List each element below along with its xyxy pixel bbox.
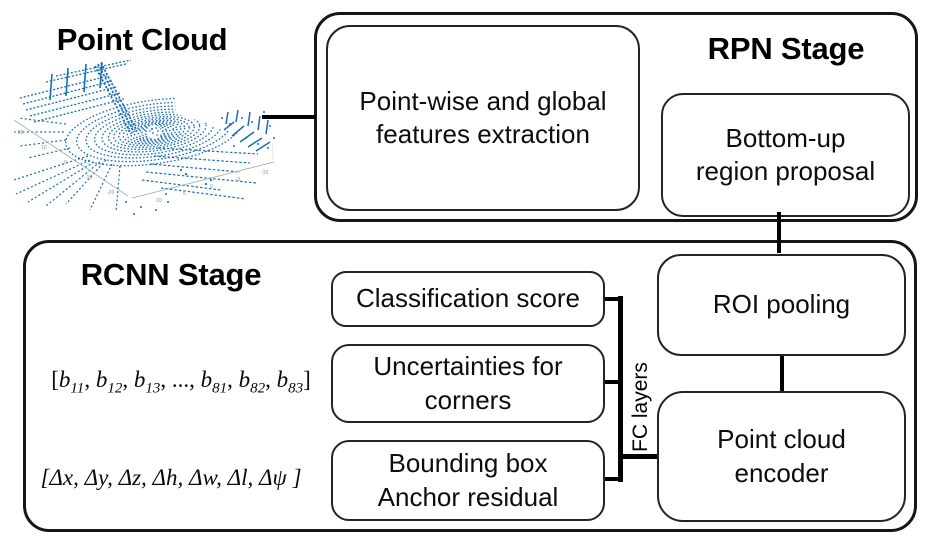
region-proposal-label: Bottom-up [725,122,846,153]
roi-pooling-label: ROI pooling [712,289,851,320]
fc-layers-label: FC layers [629,362,652,452]
left-axis-tick: 0 [64,160,67,166]
rpn-stage-title: RPN Stage [707,31,865,66]
right-axis-tick: 0 [210,184,213,190]
bracket-vertical-line [618,296,623,482]
building-rows [19,59,132,123]
roi-to-encoder-connector [780,356,784,391]
point-cloud-title: Point Cloud [56,22,228,57]
uncertainties-label: corners [424,384,512,415]
math-sep: , [122,367,134,392]
left-axis-tick: -20 [107,190,114,196]
math-subscript: 82 [250,380,266,397]
region-proposal-box: Bottom-up region proposal [661,93,910,217]
bracket-stub-classification [605,297,619,301]
classification-score-label: Classification score [356,283,580,314]
west-streaks [14,117,71,159]
right-axis-tick: 5 [183,191,186,197]
bounding-box-residual-box: Bounding box Anchor residual [331,440,605,521]
uncertainties-box: Uncertainties for corners [331,344,605,423]
axis-tick-labels: 20 10 0 -10 -20 10 5 0 -5 -10 [18,130,268,204]
math-bracket: [ [51,367,59,392]
math-subscript: 81 [212,380,228,397]
left-axis-tick: 10 [41,145,47,151]
math-subscript: 83 [288,380,304,397]
math-term: [Δx, Δy, Δz, Δh, Δw, Δl, Δψ ] [40,465,302,490]
point-cloud-image: 20 10 0 -10 -20 10 5 0 -5 -10 [13,55,276,215]
right-axis-tick: -5 [236,177,241,183]
math-subscript: 12 [107,380,123,397]
rcnn-stage-box: RCNN Stage [b11, b12, b13, ..., b81, b82… [23,240,917,532]
corner-uncertainty-expression: [b11, b12, b13, ..., b81, b82, b83] [26,367,336,396]
left-axis-tick: 20 [18,130,24,136]
left-axis-tick: -10 [85,175,92,181]
ego-hole [147,125,161,139]
left-axis [13,119,129,197]
bounding-box-label: Bounding box [388,448,548,479]
bracket-stub-bounding [605,477,619,481]
roi-pooling-box: ROI pooling [657,254,906,356]
occlusion-wedge [174,57,276,144]
classification-score-box: Classification score [331,271,605,327]
features-extraction-label: features extraction [376,119,590,149]
math-sep: , [84,367,96,392]
math-term: b [95,367,108,392]
math-term: b [276,367,289,392]
right-cluster-dots [221,111,275,149]
rcnn-stage-title: RCNN Stage [80,257,262,292]
math-subscript: 13 [145,380,161,397]
right-cluster [223,109,271,152]
math-sep: , [227,367,239,392]
right-axis [131,161,275,199]
rpn-stage-box: RPN Stage Point-wise and global features… [314,12,918,222]
center-dots [149,127,159,136]
math-subscript: 11 [70,380,85,397]
math-sep: ] [303,367,311,392]
encoder-label: encoder [734,457,829,488]
encoder-label: Point cloud [717,424,846,455]
region-proposal-label: region proposal [695,156,876,186]
bounding-box-label: Anchor residual [377,481,559,512]
right-axis-tick: 10 [156,198,162,204]
rpn-to-roi-connector [777,212,781,253]
math-term: b [133,367,146,392]
anchor-residual-expression: [Δx, Δy, Δz, Δh, Δw, Δl, Δψ ] [26,465,316,491]
uncertainties-label: Uncertainties for [373,351,563,382]
bottom-dots [125,168,213,215]
math-sep: , ..., [160,367,201,392]
math-term: b [58,367,71,392]
features-extraction-label: Point-wise and global [359,85,607,116]
math-term: b [238,367,251,392]
pc-to-rpn-connector [262,115,316,119]
bracket-stub-uncertainties [605,380,619,384]
pole-marks [49,61,103,101]
bracket-to-encoder-line [621,454,659,459]
point-cloud-encoder-box: Point cloud encoder [657,391,906,522]
features-extraction-box: Point-wise and global features extractio… [326,25,640,211]
math-sep: , [265,367,277,392]
diagonal-wall [94,62,138,135]
lower-left-streaks [13,155,121,213]
lower-right-rows [141,147,259,200]
right-axis-tick: -10 [261,170,268,176]
math-term: b [200,367,213,392]
